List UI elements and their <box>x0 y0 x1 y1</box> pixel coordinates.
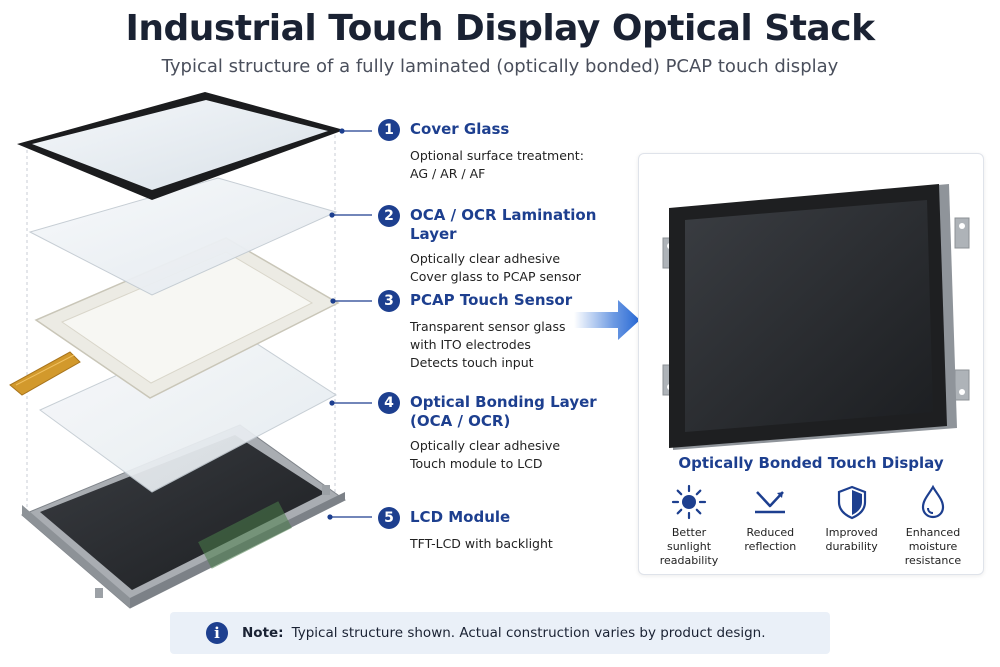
lcd-module-layer <box>21 424 346 609</box>
layer-desc-line: TFT-LCD with backlight <box>410 536 553 551</box>
exploded-stack-illustration <box>9 92 372 609</box>
info-icon: i <box>206 622 228 644</box>
layer-5-description: 5 LCD Module TFT-LCD with backlight <box>378 507 618 553</box>
layer-desc-line: with ITO electrodes <box>410 337 531 352</box>
arrow-right-icon <box>574 300 640 340</box>
layer-3-description: 3 PCAP Touch Sensor Transparent sensor g… <box>378 290 618 372</box>
layer-desc-line: Optically clear adhesive <box>410 251 561 266</box>
layer-4-description: 4 Optical Bonding Layer(OCA / OCR) Optic… <box>378 392 618 473</box>
note-bar: i Note: Typical structure shown. Actual … <box>170 612 830 654</box>
note-label: Note: <box>242 625 284 641</box>
page-title: Industrial Touch Display Optical Stack <box>125 8 875 49</box>
layer-2-description: 2 OCA / OCR Lamination Layer Optically c… <box>378 205 618 286</box>
cover-glass-layer <box>17 92 344 200</box>
layer-desc-line: Cover glass to PCAP sensor <box>410 269 581 284</box>
feature-reflection: Reduced reflection <box>730 484 810 568</box>
layer-desc-line: AG / AR / AF <box>410 166 486 181</box>
layer-number-badge: 4 <box>378 392 400 414</box>
layer-number-badge: 3 <box>378 290 400 312</box>
layer-title: LCD Module <box>410 508 511 526</box>
layer-desc-line: Detects touch input <box>410 355 534 370</box>
page-subtitle: Typical structure of a fully laminated (… <box>161 56 839 77</box>
layer-1-description: 1 Cover Glass Optional surface treatment… <box>378 119 618 183</box>
layer-number-badge: 5 <box>378 507 400 529</box>
reduced-reflection-icon <box>755 491 786 514</box>
sun-icon <box>671 484 707 520</box>
droplet-icon <box>921 484 945 519</box>
layer-desc-line: Touch module to LCD <box>410 456 543 471</box>
card-title: Optically Bonded Touch Display <box>678 454 944 472</box>
note-text: Typical structure shown. Actual construc… <box>291 625 766 641</box>
layer-title: PCAP Touch Sensor <box>410 291 573 309</box>
layer-desc-line: Transparent sensor glass <box>410 319 566 334</box>
layer-number-badge: 2 <box>378 205 400 227</box>
feature-list: Better sunlight readability Reduced refl… <box>649 484 973 568</box>
layer-desc-line: Optically clear adhesive <box>410 438 561 453</box>
layer-desc-line: Optional surface treatment: <box>410 148 584 163</box>
feature-moisture: Enhanced moisture resistance <box>893 484 973 568</box>
shield-icon <box>837 485 866 520</box>
layer-title: OCA / OCR Lamination Layer <box>410 206 597 243</box>
display-image <box>662 184 970 450</box>
feature-durability: Improved durability <box>812 484 892 568</box>
feature-sunlight: Better sunlight readability <box>649 484 729 568</box>
layer-title: Cover Glass <box>410 120 510 138</box>
layer-title: Optical Bonding Layer(OCA / OCR) <box>410 393 597 430</box>
layer-number-badge: 1 <box>378 119 400 141</box>
bonded-display-card: Optically Bonded Touch Display Better su… <box>638 153 984 575</box>
